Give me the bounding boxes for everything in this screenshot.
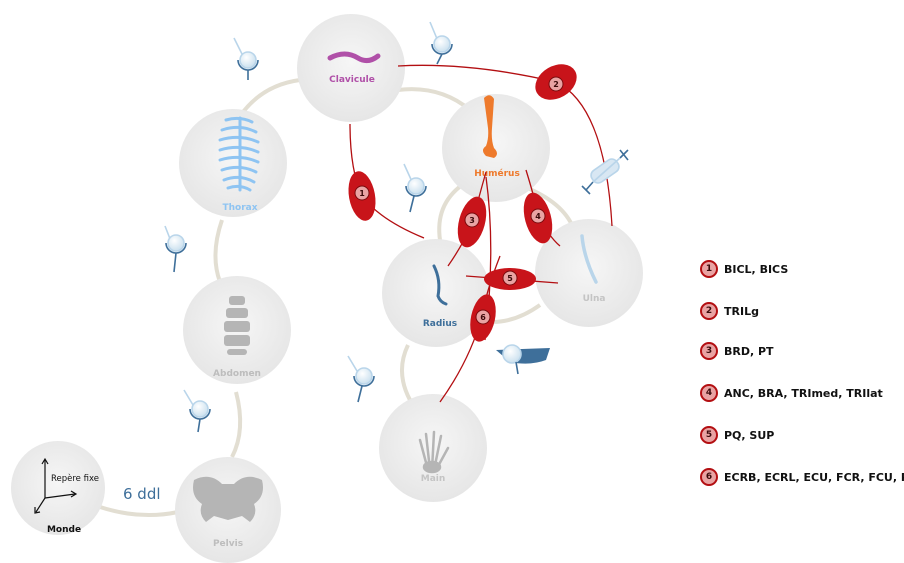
link-thorax-clavicule (238, 78, 301, 118)
dof-label: 6 ddl (123, 485, 161, 503)
clavicle-bone-icon (327, 51, 381, 64)
legend-item-2: 2 TRILg (700, 300, 759, 322)
svg-text:1: 1 (359, 189, 365, 198)
legend-label: PQ, SUP (724, 428, 775, 442)
segment-label-thorax: Thorax (222, 203, 257, 213)
legend-label: ANC, BRA, TRImed, TRIlat (724, 386, 883, 400)
ball-joint-icon (429, 21, 453, 65)
joint-icons (164, 21, 629, 433)
node-clavicule: Clavicule (297, 14, 405, 122)
node-thorax: Thorax (179, 109, 287, 217)
ball-joint-icon (233, 37, 259, 80)
link-clavicule-humerus (397, 87, 472, 112)
pelvis-bone-icon (193, 476, 263, 522)
hand-bone-icon (418, 430, 450, 474)
muscle-group-6-badge: 6 (470, 294, 496, 342)
link-monde-pelvis (99, 505, 179, 517)
legend-label: BRD, PT (724, 344, 774, 358)
legend-item-4: 4 ANC, BRA, TRImed, TRIlat (700, 382, 883, 404)
ulna-bone-icon (580, 234, 598, 284)
humerus-bone-icon (483, 95, 497, 158)
node-humerus: Humérus (442, 94, 550, 202)
legend-item-3: 3 BRD, PT (700, 340, 774, 362)
legend-label: BICL, BICS (724, 262, 789, 276)
segment-label-monde: Monde (47, 525, 81, 535)
link-humerus-radius (437, 183, 464, 241)
wrist-joint-icon (496, 344, 550, 375)
svg-text:6: 6 (480, 313, 486, 322)
legend-item-6: 6 ECRB, ECRL, ECU, FCR, FCU, PL (700, 466, 904, 488)
legend-item-1: 1 BICL, BICS (700, 258, 788, 280)
legend-label: ECRB, ECRL, ECU, FCR, FCU, PL (724, 470, 904, 484)
node-ulna: Ulna (535, 219, 643, 327)
node-pelvis: Pelvis (175, 457, 281, 563)
segment-label-main: Main (421, 474, 446, 484)
muscle-group-3-badge: 3 (457, 196, 487, 248)
svg-text:5: 5 (507, 274, 513, 283)
legend-badge: 1 (700, 260, 718, 278)
legend-item-5: 5 PQ, SUP (700, 424, 774, 446)
legend-badge: 6 (700, 468, 718, 486)
node-monde: Repère fixe Monde (11, 441, 105, 535)
ball-joint-icon (347, 355, 375, 403)
fixed-frame-label: Repère fixe (51, 473, 99, 484)
segment-label-radius: Radius (423, 319, 457, 329)
muscle-group-5-badge: 5 (484, 268, 536, 290)
segment-label-clavicule: Clavicule (329, 75, 375, 85)
svg-text:2: 2 (553, 80, 559, 89)
legend-label: TRILg (724, 304, 759, 318)
ball-joint-icon (403, 163, 427, 213)
muscle-badges: 1 2 3 4 5 6 (348, 64, 577, 342)
svg-text:4: 4 (535, 212, 541, 221)
fixed-frame-axes-icon (34, 457, 78, 514)
radius-bone-icon (432, 264, 448, 306)
segment-label-pelvis: Pelvis (213, 539, 243, 549)
ball-joint-icon (164, 225, 187, 273)
segment-label-abdomen: Abdomen (213, 369, 261, 379)
node-abdomen: Abdomen (183, 276, 291, 384)
hinge-joint-icon (581, 149, 629, 195)
legend-badge: 4 (700, 384, 718, 402)
muscle-group-1-badge: 1 (348, 171, 376, 221)
segment-label-ulna: Ulna (583, 294, 606, 304)
legend-badge: 2 (700, 302, 718, 320)
muscle-group-2-badge: 2 (535, 64, 577, 100)
ball-joint-icon (183, 389, 211, 433)
muscle-group-4-badge: 4 (523, 192, 553, 244)
link-radius-main (400, 344, 412, 401)
rib-cage-bone-icon (218, 116, 260, 192)
segment-label-humerus: Humérus (474, 168, 520, 179)
legend-badge: 5 (700, 426, 718, 444)
link-pelvis-abdomen (230, 391, 243, 458)
node-main: Main (379, 394, 487, 502)
svg-text:3: 3 (469, 216, 475, 225)
legend-badge: 3 (700, 342, 718, 360)
link-abdomen-thorax (213, 219, 224, 283)
spine-bone-icon (224, 296, 250, 355)
node-radius: Radius (382, 239, 490, 347)
